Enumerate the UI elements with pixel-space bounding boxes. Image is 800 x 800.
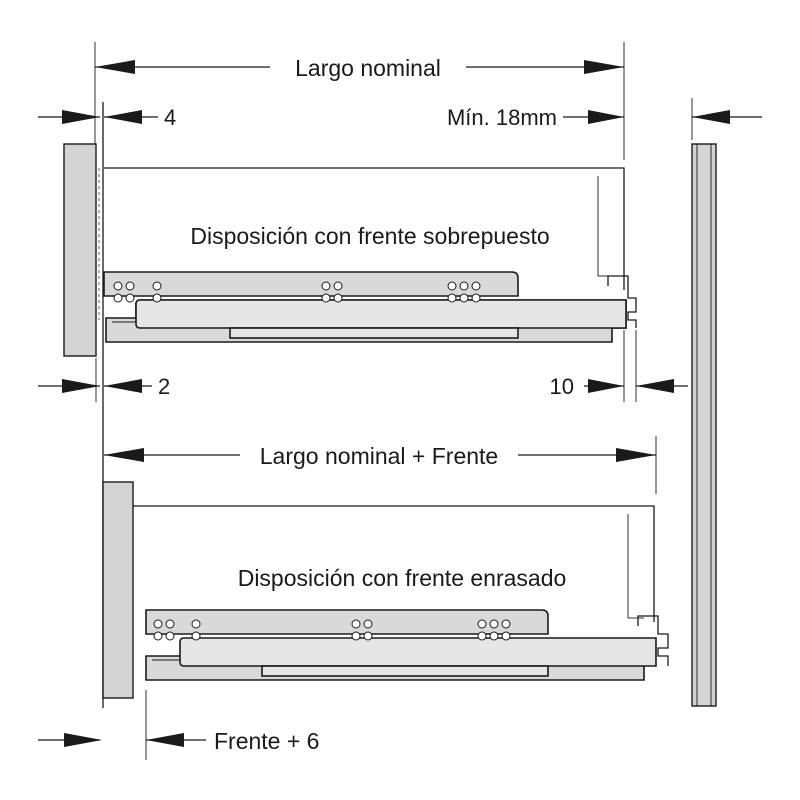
dimension-frente-6: Frente + 6	[38, 690, 319, 760]
arrow-right	[584, 60, 624, 74]
flush-slide-middle	[179, 637, 657, 667]
arrow-f6-right	[146, 733, 184, 747]
dimension-largo-nominal: Largo nominal	[94, 42, 625, 178]
dimension-2: 2	[38, 358, 170, 402]
overlay-slide-top	[103, 271, 519, 297]
flush-slide-inner	[261, 665, 549, 677]
arrow-left	[95, 60, 135, 74]
arrow-10-right	[636, 379, 674, 393]
arrow-lnf-left	[104, 448, 144, 462]
label-10: 10	[550, 374, 574, 399]
dimension-4: 4	[38, 105, 176, 130]
arrow-lnf-right	[616, 448, 656, 462]
flush-drawer-box	[133, 505, 655, 622]
overlay-mounting-holes	[113, 281, 481, 303]
arrow-2-left	[62, 379, 100, 393]
cabinet-rear-panel	[691, 143, 717, 707]
flush-assembly: Disposición con frente enrasado	[102, 481, 669, 699]
overlay-drawer-box	[104, 167, 625, 290]
flush-rear-clip	[637, 615, 669, 666]
dimension-largo-nominal-frente: Largo nominal + Frente	[104, 436, 657, 494]
label-4: 4	[164, 105, 176, 130]
arrow-4-left	[62, 110, 100, 124]
label-min-18mm: Mín. 18mm	[447, 105, 557, 130]
arrow-2-right	[104, 379, 142, 393]
overlay-assembly: Disposición con frente sobrepuesto	[63, 143, 637, 357]
dimension-10: 10	[550, 330, 688, 402]
flush-slide-top	[145, 609, 549, 635]
overlay-rear-clip	[607, 275, 637, 328]
label-frente-6: Frente + 6	[214, 728, 319, 754]
arrow-18-left	[588, 110, 624, 124]
flush-front-panel	[102, 481, 134, 699]
arrow-4-right	[104, 110, 142, 124]
label-largo-nominal: Largo nominal	[295, 55, 441, 81]
overlay-slide-inner	[229, 327, 519, 339]
overlay-front-panel	[63, 143, 97, 357]
label-largo-nominal-frente: Largo nominal + Frente	[260, 443, 498, 469]
arrow-18-right	[692, 110, 730, 124]
arrow-10-left	[588, 379, 624, 393]
arrow-f6-left	[64, 733, 102, 747]
label-flush-layout: Disposición con frente enrasado	[238, 565, 567, 591]
dimension-min-18mm: Mín. 18mm	[447, 98, 762, 140]
label-2: 2	[158, 374, 170, 399]
label-overlay-layout: Disposición con frente sobrepuesto	[190, 223, 549, 249]
flush-mounting-holes	[153, 619, 511, 641]
